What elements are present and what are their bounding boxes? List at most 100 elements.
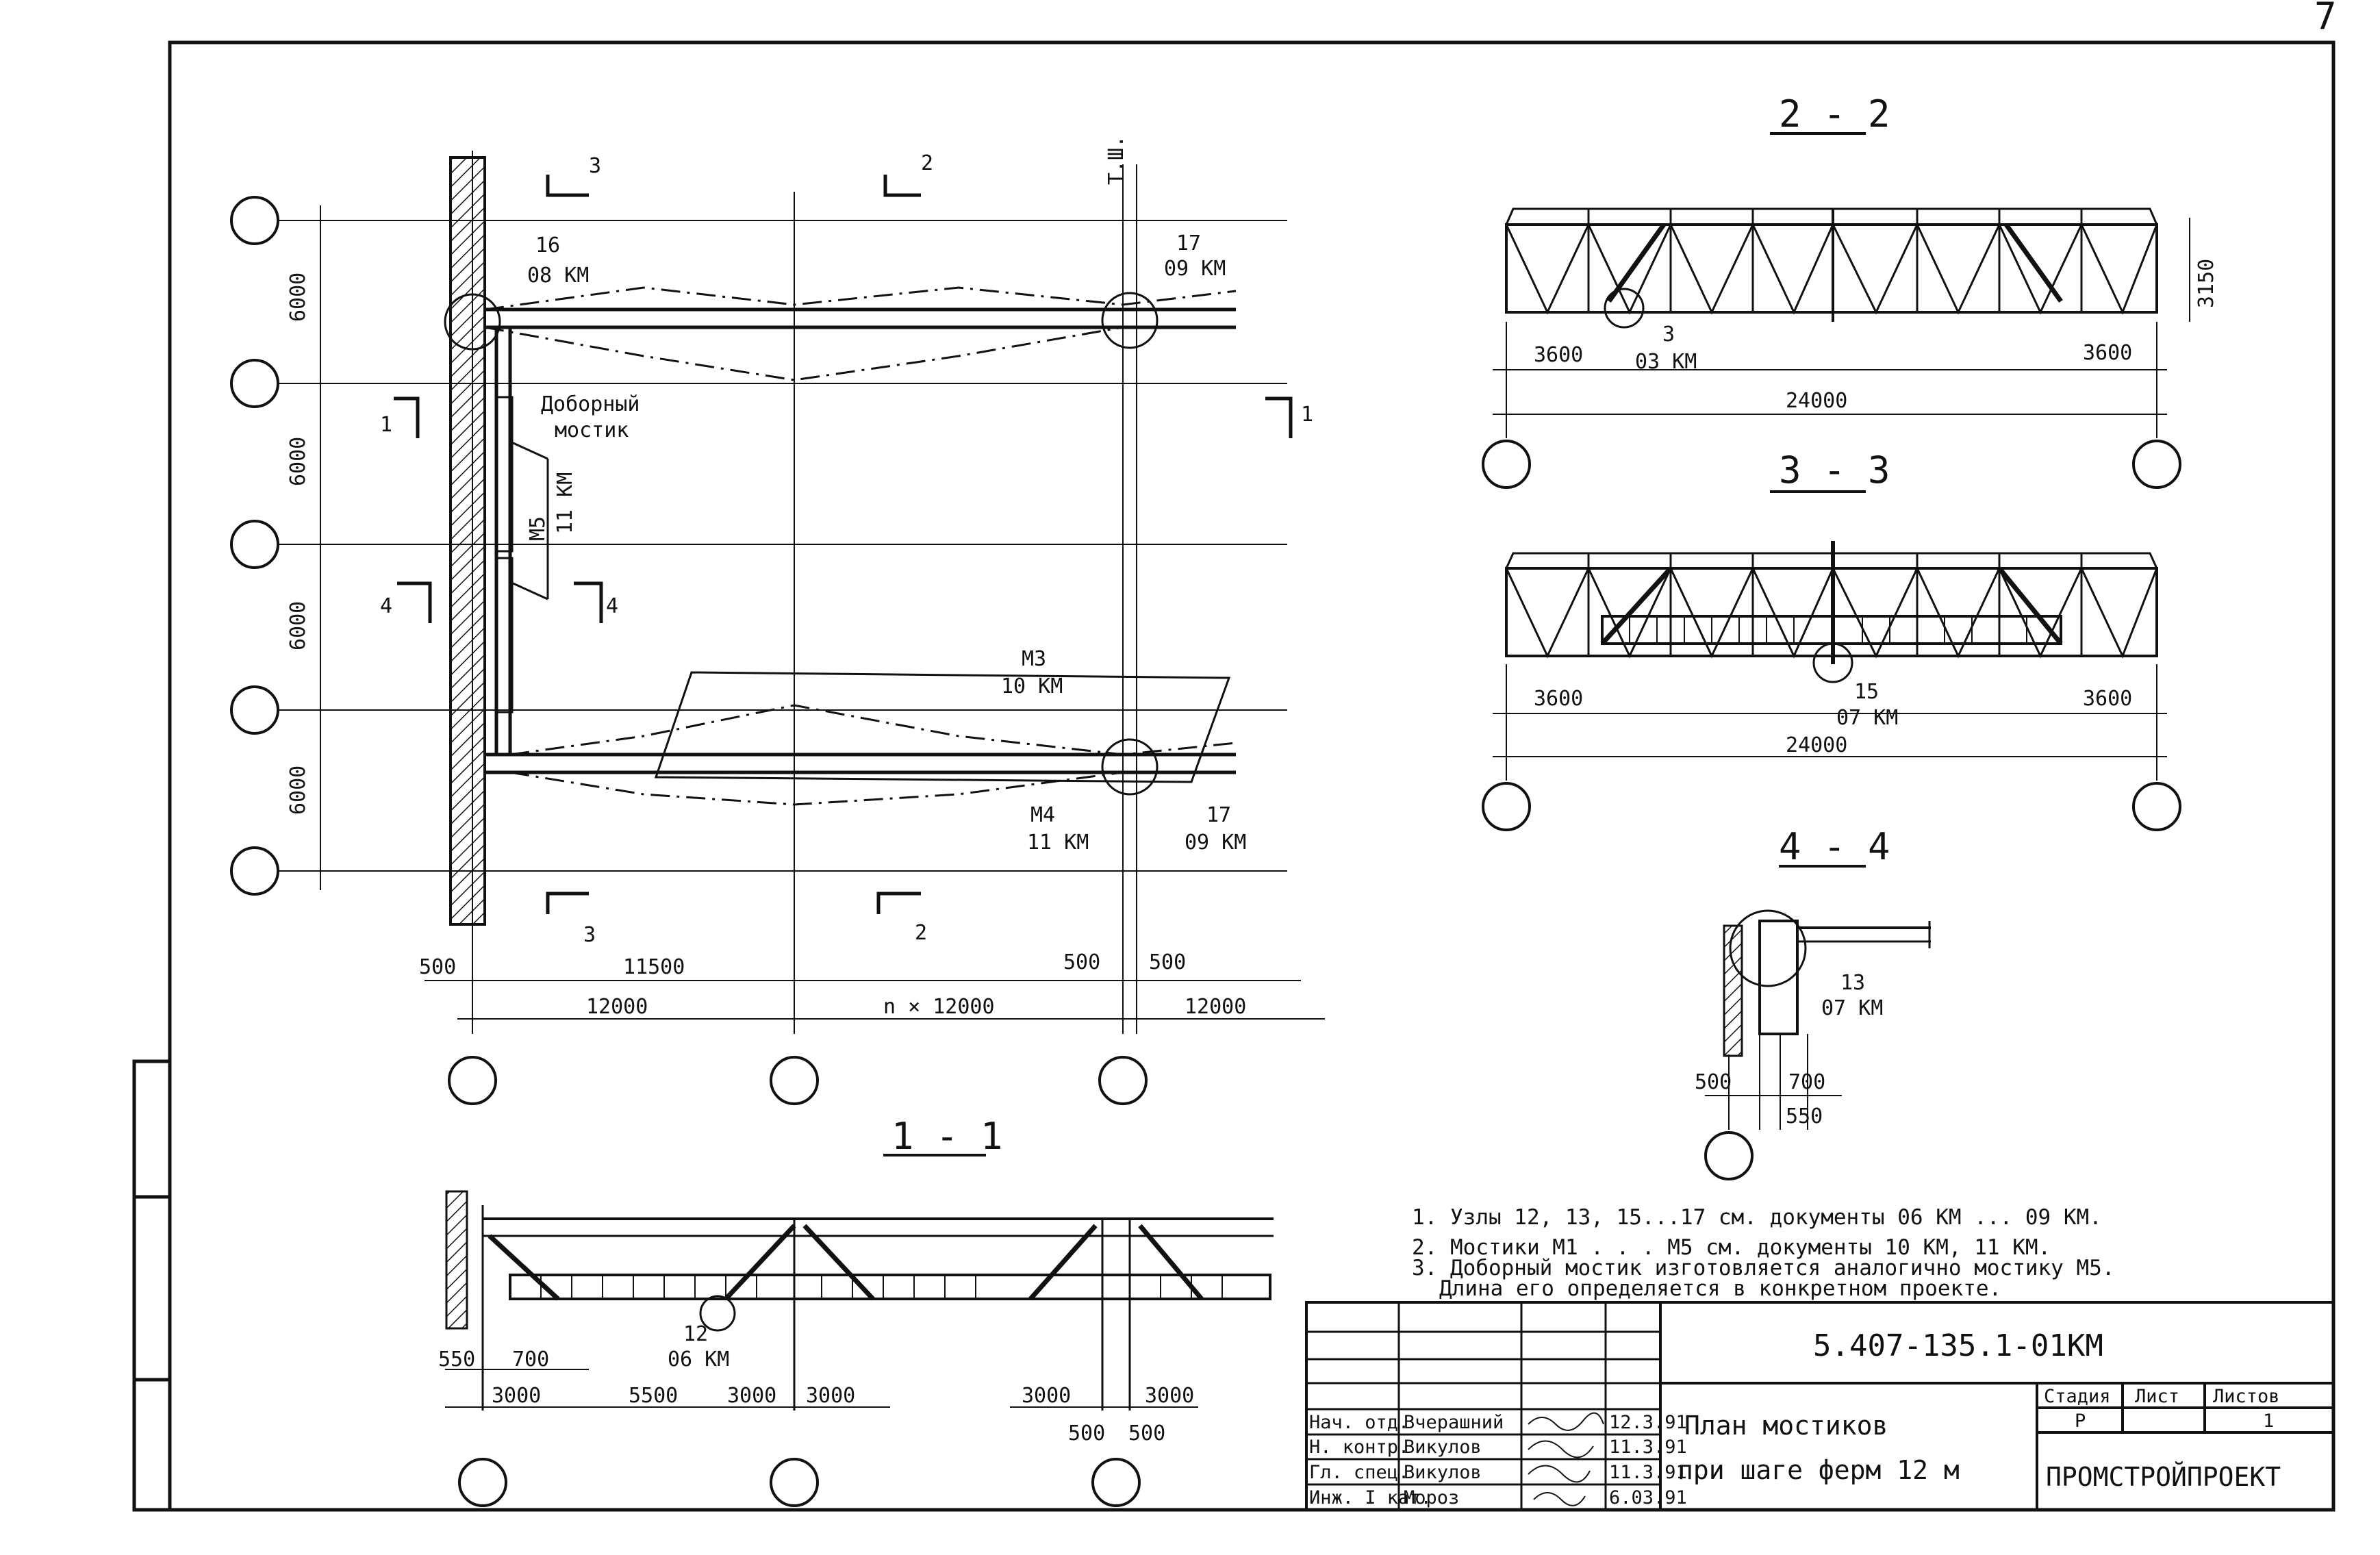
callout-m3: М3	[1022, 647, 1046, 671]
plan-view	[230, 151, 1325, 1105]
stage-value: Р	[2075, 1411, 2086, 1432]
tb-role: Гл. спец.	[1309, 1462, 1409, 1483]
node-15: 15	[1854, 680, 1879, 704]
grid-bubble	[1482, 782, 1531, 831]
dim-3-3: 3600	[2083, 687, 2132, 711]
tb-role: Н. контр.	[1309, 1437, 1409, 1458]
dim-1-1: 500	[1068, 1421, 1105, 1445]
drawing-title-2: при шаге ферм 12 м	[1678, 1455, 1960, 1485]
dim-3-3: 24000	[1786, 733, 1847, 757]
dim-1-1: 3000	[1145, 1384, 1194, 1408]
section-mark-2-top: 2	[921, 151, 933, 175]
plan-dim: 12000	[586, 995, 648, 1019]
section-mark-3-bottom: 3	[583, 923, 596, 947]
wall	[449, 156, 486, 926]
grid-bubble	[1704, 1131, 1754, 1180]
callout-m4: М4	[1030, 803, 1055, 827]
grid-bubble	[458, 1458, 507, 1507]
spacing-label: 6000	[286, 766, 310, 815]
page-number: 7	[2314, 0, 2337, 38]
grid-bubble	[770, 1458, 819, 1507]
grid-bubble	[2132, 440, 2181, 489]
dim-1-1: 3000	[806, 1384, 855, 1408]
dim-4-4: 500	[1695, 1070, 1732, 1094]
note-1: 1. Узлы 12, 13, 15...17 см. документы 06…	[1412, 1205, 2102, 1230]
dim-1-1: 3000	[492, 1384, 541, 1408]
drawing-title-1: План мостиков	[1684, 1411, 1888, 1441]
note-2: 2. Мостики М1 . . . М5 см. документы 10 …	[1412, 1235, 2051, 1260]
grid-bubble	[230, 685, 279, 735]
plan-dim: 11500	[623, 955, 685, 979]
plan-dim: 500	[419, 955, 456, 979]
grid-bubble	[230, 520, 279, 569]
dim-2-2: 3150	[2194, 259, 2218, 308]
tb-name: Мороз	[1404, 1487, 1459, 1508]
signatures	[1528, 1412, 1604, 1506]
node-3-doc: 03 КМ	[1635, 350, 1697, 374]
grid-bubble	[770, 1056, 819, 1105]
callout-extra-bridge-1: Доборный	[541, 392, 640, 416]
edge-mark: Т.Ш.	[1104, 136, 1128, 185]
grid-bubble	[448, 1056, 497, 1105]
grid-bubble	[230, 846, 279, 896]
tb-date: 12.3.91	[1609, 1412, 1687, 1433]
node-15-doc: 07 КМ	[1836, 706, 1898, 730]
node-3: 3	[1662, 323, 1675, 346]
section-mark-1-right: 1	[1301, 403, 1313, 427]
section-4-4	[1704, 865, 1931, 1180]
doc-code: 5.407-135.1-01КМ	[1813, 1328, 2103, 1363]
section-mark-4-left: 4	[380, 594, 392, 618]
spacing-label: 6000	[286, 437, 310, 486]
plan-labels: 6000 6000 6000 6000 3 2 3 2 1 1 4 4 Т.Ш.…	[286, 136, 1313, 1019]
title-block-text: 5.407-135.1-01КМ План мостиков при шаге …	[1309, 1328, 2281, 1508]
section-mark-3-top: 3	[589, 154, 601, 178]
callout-m5-doc: 11 КМ	[553, 472, 577, 534]
callout-m3-doc: 10 КМ	[1001, 674, 1063, 698]
dim-2-2: 24000	[1786, 389, 1847, 413]
dim-1-1: 3000	[727, 1384, 776, 1408]
node-13-doc: 07 КМ	[1821, 996, 1883, 1020]
tb-date: 11.3.91	[1609, 1437, 1687, 1458]
node-12-doc: 06 КМ	[668, 1348, 729, 1371]
section-3-3-labels: 3 - 3 15 07 КМ 3600 3600 24000	[1534, 448, 2132, 757]
section-mark-4-right: 4	[606, 594, 618, 618]
grid-bubble	[230, 196, 279, 245]
tb-name: Вчерашний	[1404, 1412, 1504, 1433]
grid-bubble	[1098, 1056, 1148, 1105]
callout-m5: М5	[526, 516, 550, 541]
dim-3-3: 3600	[1534, 687, 1583, 711]
callout-17-bottom: 17	[1206, 803, 1231, 827]
section-title: 1 - 1	[891, 1115, 1003, 1158]
node-12: 12	[683, 1322, 708, 1346]
tb-date: 11.3.91	[1609, 1462, 1687, 1483]
dim-4-4: 700	[1788, 1070, 1825, 1094]
tb-role: Инж. I кат.	[1309, 1487, 1432, 1508]
dim-4-4: 550	[1786, 1104, 1823, 1128]
tb-name: Викулов	[1404, 1437, 1482, 1458]
section-2-2	[1482, 132, 2190, 489]
callout-17-bottom-doc: 09 КМ	[1185, 831, 1246, 855]
grid-bubble	[1482, 440, 1531, 489]
tb-name: Викулов	[1404, 1462, 1482, 1483]
dim-1-1: 5500	[629, 1384, 678, 1408]
note-3: 3. Доборный мостик изготовляется аналоги…	[1412, 1256, 2115, 1280]
section-2-2-labels: 2 - 2 3 03 КМ 3600 3600 24000 3150	[1534, 92, 2218, 413]
dim-2-2: 3600	[1534, 343, 1583, 367]
section-1-1-labels: 1 - 1 12 06 КМ 550 700 3000 5500 3000 30…	[438, 1115, 1194, 1445]
organization: ПРОМСТРОЙПРОЕКТ	[2046, 1462, 2281, 1492]
section-mark-1-left: 1	[380, 413, 392, 437]
plan-dim: 500	[1149, 950, 1186, 974]
grid-bubble	[2132, 782, 2181, 831]
note-3-cont: Длина его определяется в конкретном прое…	[1439, 1276, 2001, 1301]
binding-strip	[132, 1059, 172, 1512]
tb-date: 6.03.91	[1609, 1487, 1687, 1508]
callout-17-top-doc: 09 КМ	[1164, 257, 1226, 281]
title-block	[1305, 1301, 2335, 1511]
plan-dim: 12000	[1185, 995, 1246, 1019]
spacing-label: 6000	[286, 273, 310, 322]
section-1-1	[445, 1154, 1274, 1507]
stage-header: Стадия	[2044, 1386, 2111, 1407]
callout-17-top: 17	[1176, 231, 1201, 255]
plan-dim: n × 12000	[883, 995, 995, 1019]
